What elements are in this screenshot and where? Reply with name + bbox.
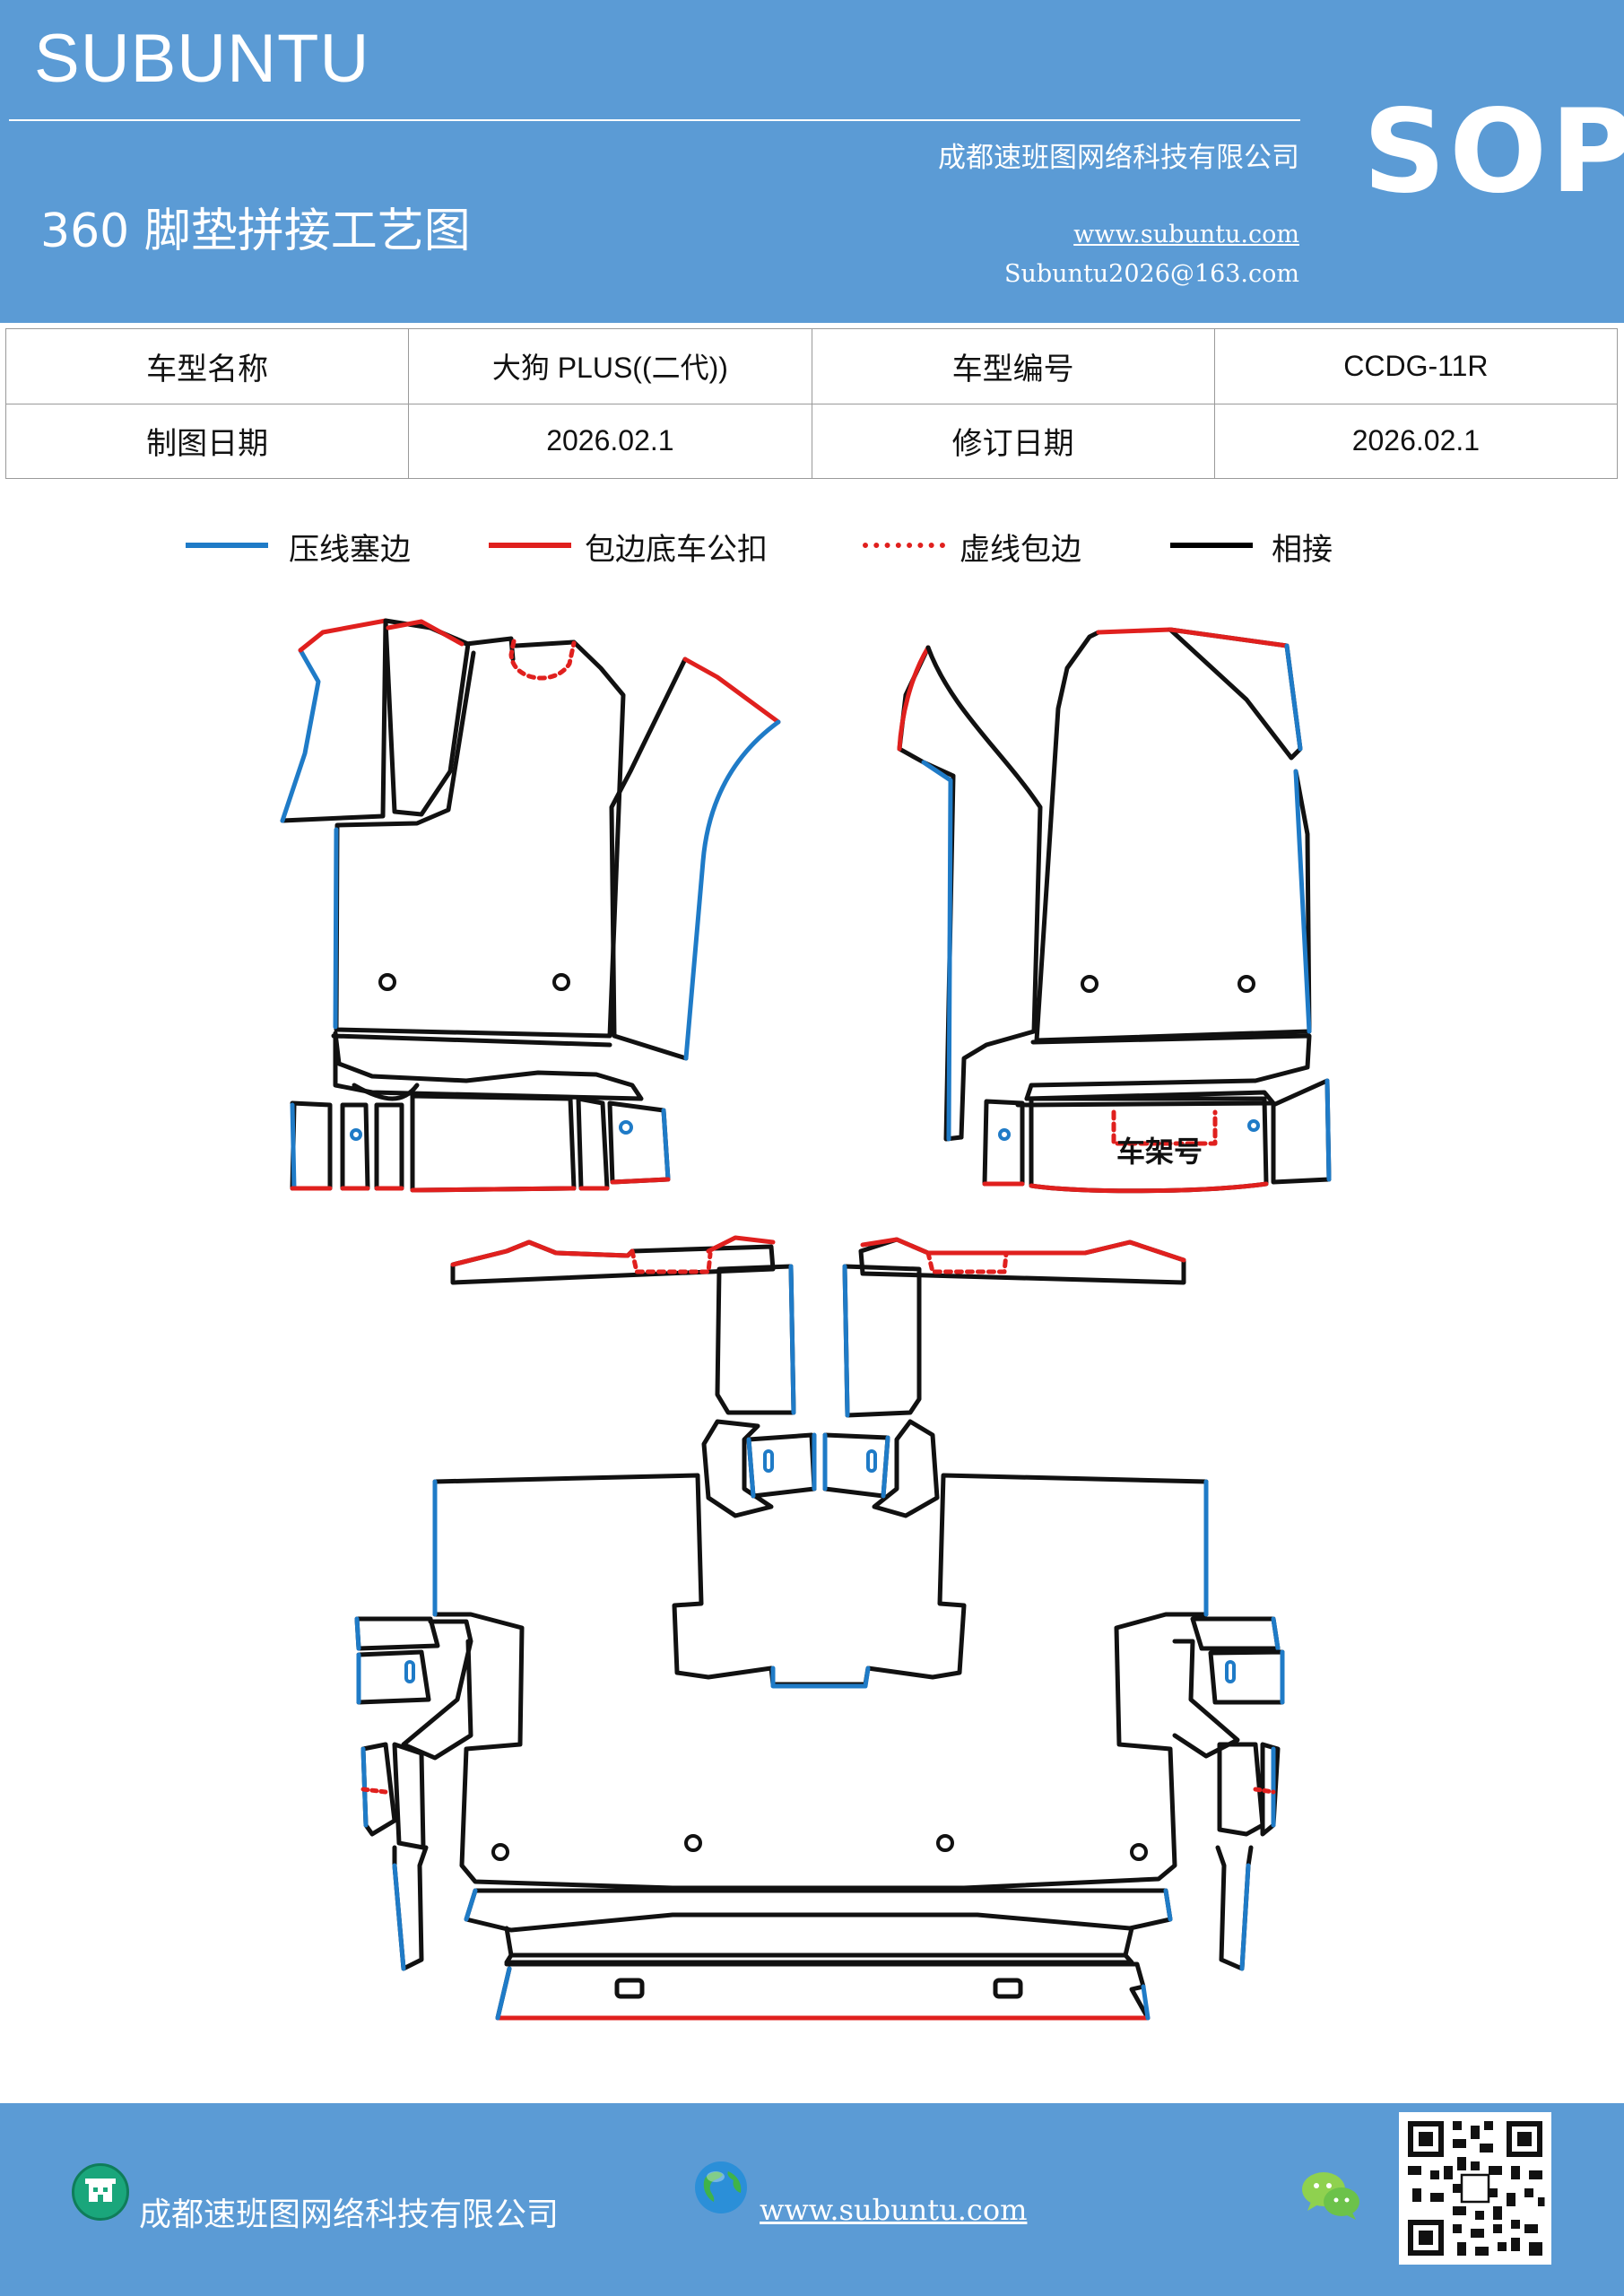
company-name: 成都速班图网络科技有限公司 — [938, 142, 1299, 174]
legend-label-red: 包边底车公扣 — [585, 532, 768, 568]
mounting-holes — [378, 973, 1255, 1861]
qr-code — [1399, 2112, 1551, 2265]
driver-mat — [280, 618, 781, 1193]
clip-holes — [350, 1119, 1260, 1683]
model-name-value: 大狗 PLUS((二代)) — [408, 328, 812, 404]
revision-date-label: 修订日期 — [811, 403, 1215, 479]
legend: 压线塞边 包边底车公扣 虚线包边 相接 — [0, 525, 1624, 570]
legend-line-blue — [186, 543, 268, 548]
building-icon — [72, 2163, 129, 2221]
globe-icon — [695, 2161, 747, 2213]
revision-date-value: 2026.02.1 — [1213, 403, 1619, 479]
footer-company: 成都速班图网络科技有限公司 — [139, 2196, 560, 2233]
passenger-mat — [897, 627, 1332, 1194]
legend-line-black — [1170, 543, 1253, 548]
sop-badge: SOP — [1363, 85, 1624, 219]
header-banner: SUBUNTU 成都速班图网络科技有限公司 360 脚垫拼接工艺图 www.su… — [0, 0, 1624, 323]
legend-line-red — [489, 543, 571, 548]
brand-name: SUBUNTU — [34, 21, 370, 97]
drawing-date-value: 2026.02.1 — [408, 403, 812, 479]
footer-banner: 成都速班图网络科技有限公司 www.subuntu.com — [0, 2103, 1624, 2296]
email-address: Subuntu2026@163.com — [1004, 260, 1299, 288]
legend-label-blue: 压线塞边 — [289, 532, 411, 568]
model-code-value: CCDG-11R — [1213, 328, 1619, 404]
legend-label-black: 相接 — [1272, 532, 1333, 568]
info-row: 车型名称 大狗 PLUS((二代)) 车型编号 CCDG-11R — [4, 328, 1619, 404]
wechat-icon — [1302, 2172, 1359, 2220]
rear-mat — [354, 1473, 1285, 2021]
website-link[interactable]: www.subuntu.com — [1073, 221, 1299, 248]
footer-website-link[interactable]: www.subuntu.com — [760, 2193, 1028, 2227]
header-divider — [9, 119, 1300, 121]
drawing-date-label: 制图日期 — [4, 403, 410, 479]
legend-label-dotted: 虚线包边 — [960, 532, 1081, 568]
second-row-top — [450, 1235, 1186, 1518]
vin-label: 车架号 — [1116, 1135, 1203, 1169]
model-name-label: 车型名称 — [4, 328, 410, 404]
info-table: 车型名称 大狗 PLUS((二代)) 车型编号 CCDG-11R 制图日期 20… — [4, 328, 1619, 479]
info-row: 制图日期 2026.02.1 修订日期 2026.02.1 — [4, 403, 1619, 479]
legend-line-dotted — [863, 543, 945, 548]
model-code-label: 车型编号 — [811, 328, 1215, 404]
page-title: 360 脚垫拼接工艺图 — [40, 204, 471, 258]
